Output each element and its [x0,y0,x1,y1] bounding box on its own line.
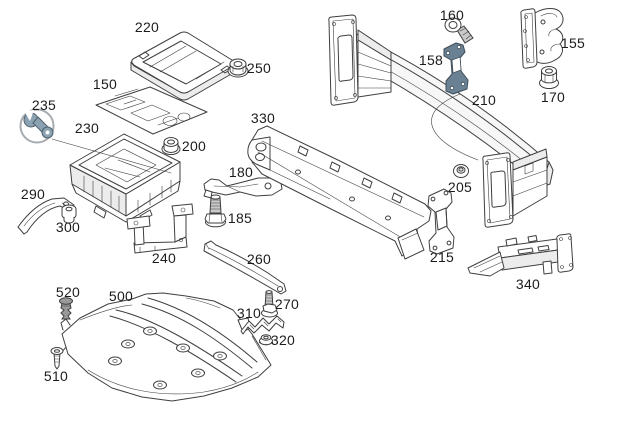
callout-290[interactable]: 290 [20,186,46,202]
part-180-bracket-drawing [203,177,283,199]
callout-340[interactable]: 340 [515,276,541,292]
part-210-bumper-beam-drawing [328,14,554,228]
part-170-nut-drawing [539,66,559,89]
part-340-support-drawing [467,233,574,277]
callout-185[interactable]: 185 [227,210,253,226]
callout-205[interactable]: 205 [447,179,473,195]
panel-screw-bosses [108,326,227,390]
callout-300[interactable]: 300 [55,219,81,235]
callout-250[interactable]: 250 [246,60,272,76]
part-150-gasket-drawing [95,86,208,135]
callout-235[interactable]: 235 [31,97,57,113]
part-330-rear-panel-drawing [247,125,432,260]
callout-230[interactable]: 230 [74,120,100,136]
leader-lines [51,93,479,174]
callout-158[interactable]: 158 [418,52,444,68]
part-270-bolt-drawing [261,290,278,318]
callout-260[interactable]: 260 [246,251,272,267]
callout-520[interactable]: 520 [55,284,81,300]
part-250-nut-drawing [227,58,249,78]
callout-155[interactable]: 155 [560,35,586,51]
part-220-tray-drawing [130,31,235,101]
callout-180[interactable]: 180 [228,164,254,180]
callout-240[interactable]: 240 [151,250,177,266]
callout-200[interactable]: 200 [181,138,207,154]
callout-170[interactable]: 170 [540,89,566,105]
callout-330[interactable]: 330 [250,110,276,126]
part-230-battery-box-drawing [69,133,181,223]
part-185-bolt-drawing [204,194,227,228]
part-200-nut-drawing [161,137,181,155]
callout-160[interactable]: 160 [439,7,465,23]
callout-310[interactable]: 310 [236,305,262,321]
part-510-screw-drawing [50,347,64,370]
callout-220[interactable]: 220 [134,19,160,35]
part-205-washer-drawing [453,164,469,178]
tool-required-badge [19,108,55,144]
callout-150[interactable]: 150 [92,76,118,92]
part-300-grommet-drawing [61,204,77,224]
callout-215[interactable]: 215 [429,249,455,265]
callout-500[interactable]: 500 [108,288,134,304]
part-160-bolt-drawing [444,17,474,44]
callout-510[interactable]: 510 [43,368,69,384]
part-155-bracket-drawing [520,8,564,69]
part-500-underbody-panel-drawing [60,292,272,402]
callout-270[interactable]: 270 [274,296,300,312]
part-215-mounting-plate-drawing [427,188,455,255]
part-260-strap-drawing [203,240,287,295]
part-158-mounting-plate-drawing [443,42,469,95]
part-320-nut-drawing [258,334,274,346]
callout-210[interactable]: 210 [471,92,497,108]
part-520-rivet-drawing [59,297,73,320]
wrench-icon [23,110,54,139]
part-310-clip-drawing [237,315,285,335]
callout-320[interactable]: 320 [270,332,296,348]
part-240-support-bracket-drawing [126,203,194,254]
